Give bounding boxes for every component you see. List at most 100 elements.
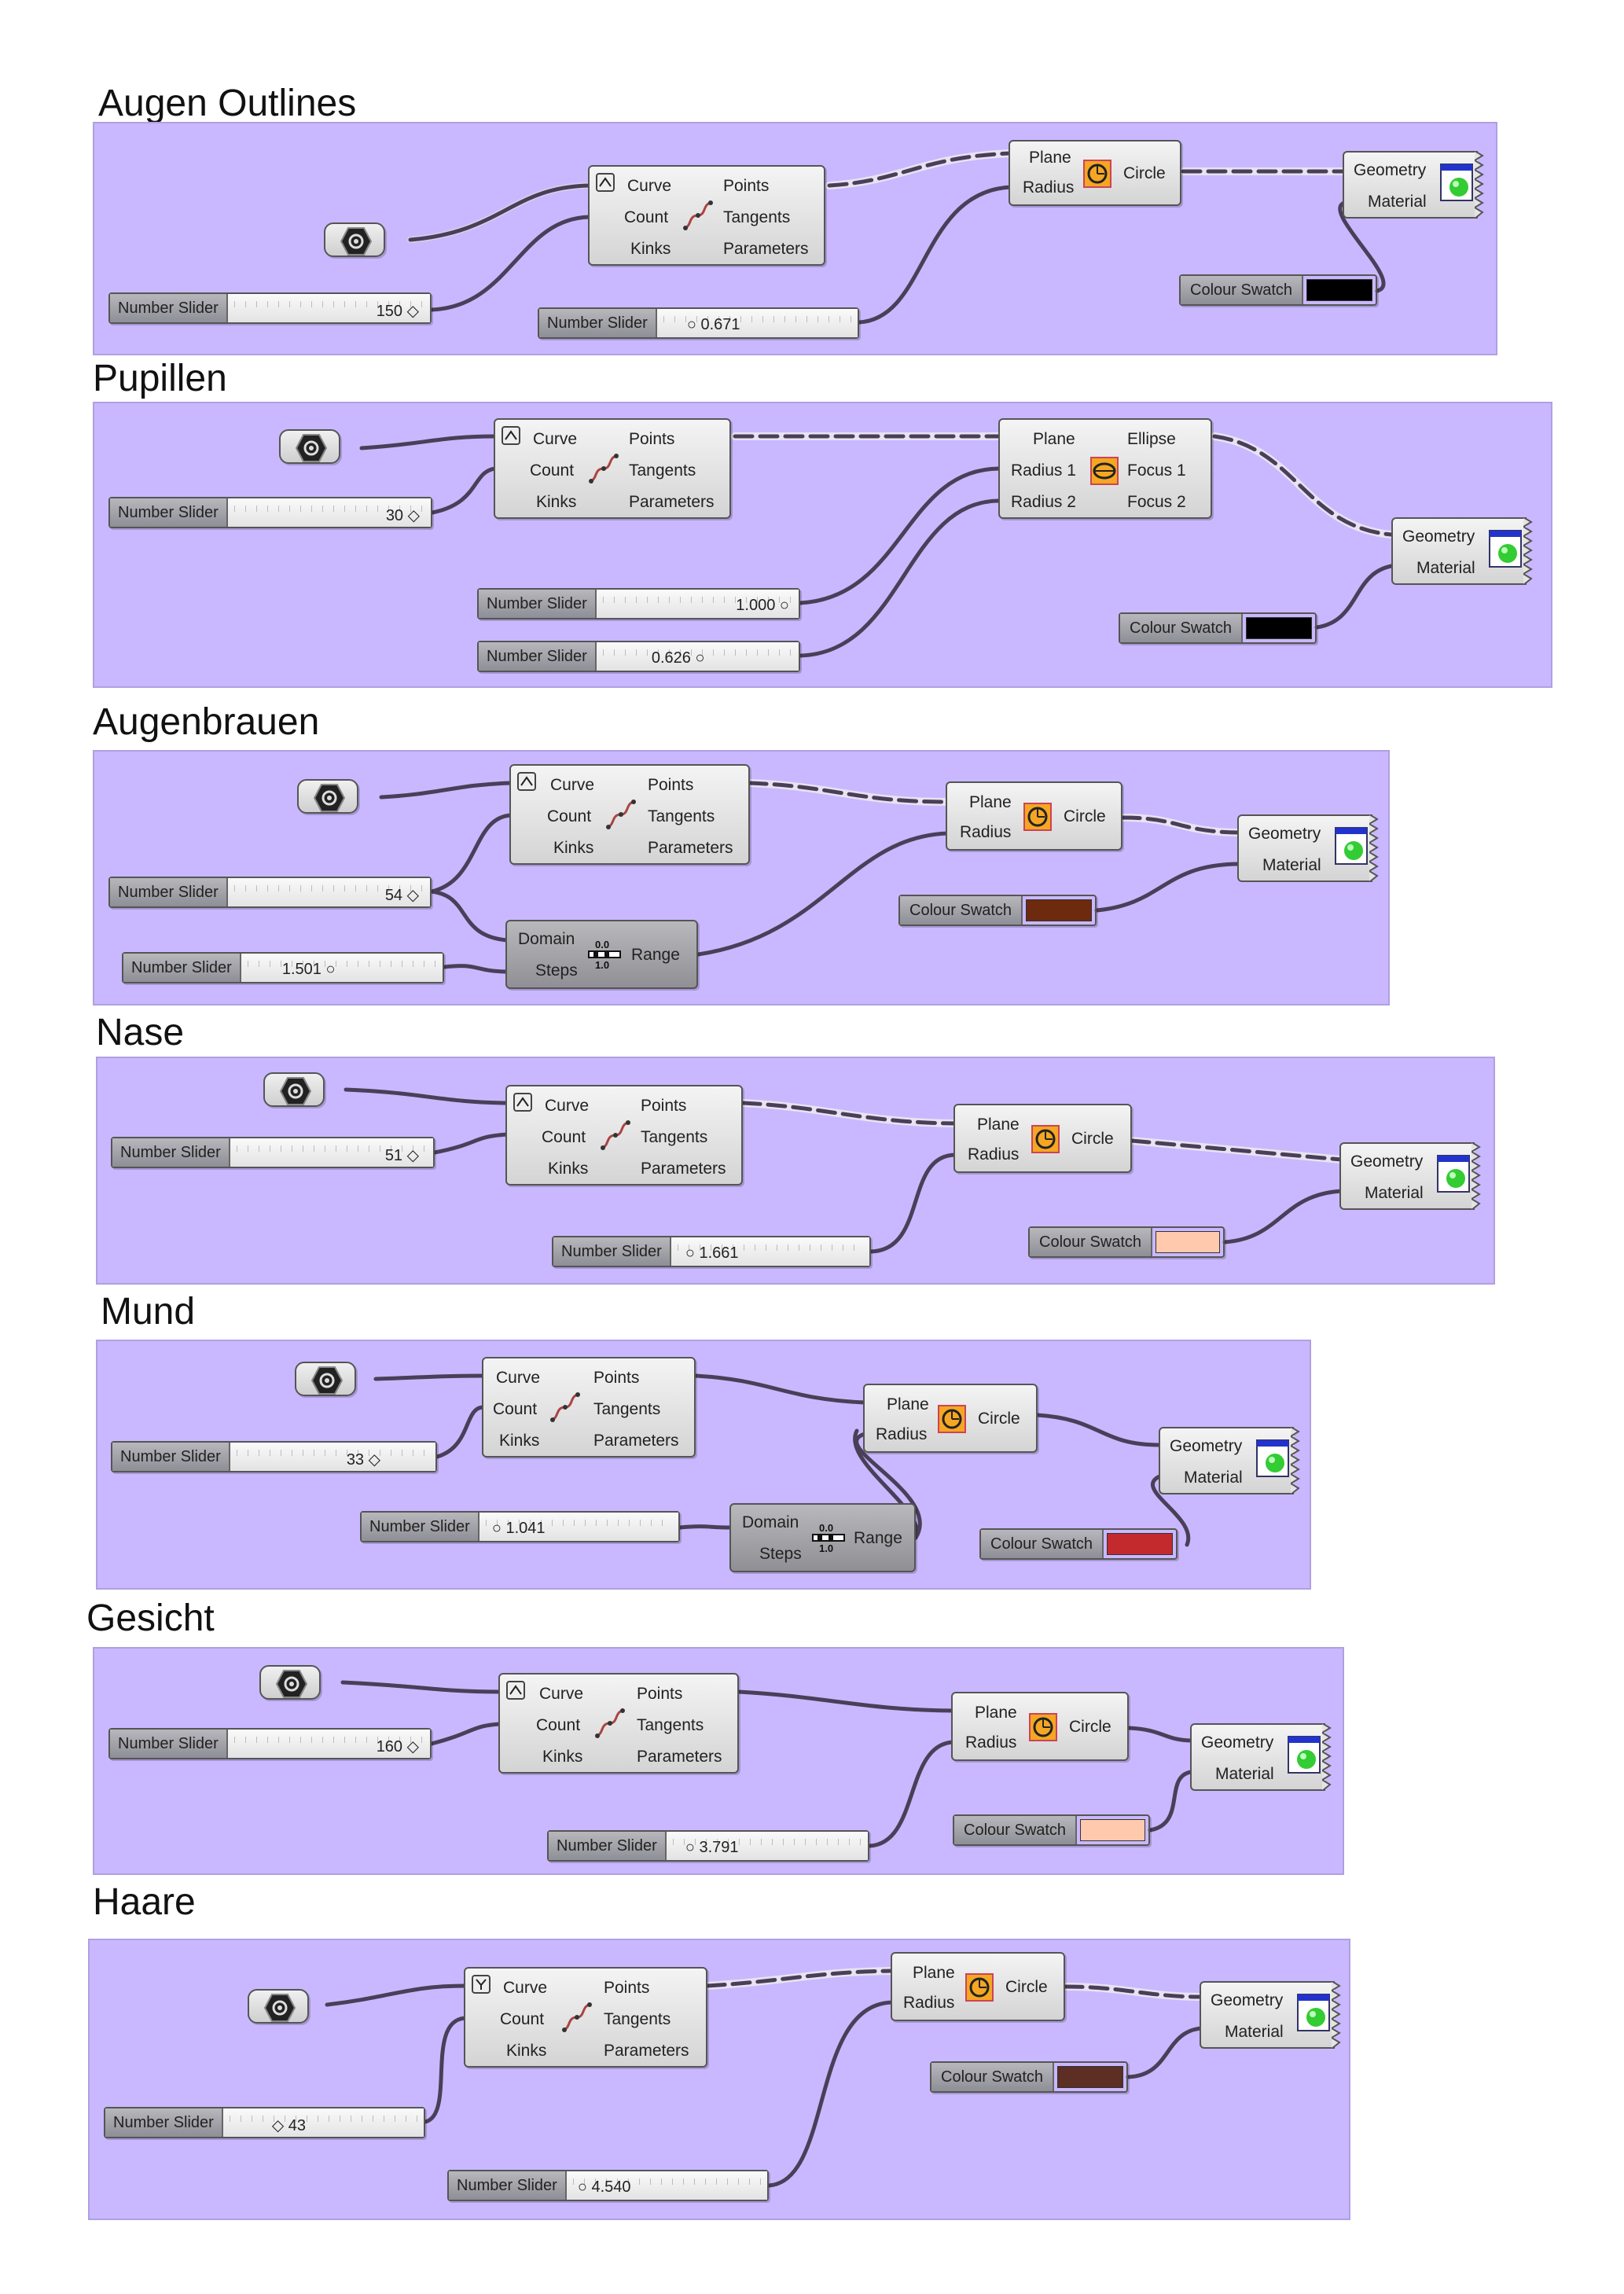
output-parameters: Parameters (723, 240, 809, 258)
input-kinks: Kinks (548, 1160, 589, 1178)
divide-curve-component[interactable]: Curve Count Kinks Points Tangents Parame… (588, 165, 825, 266)
slider-label: Number Slider (112, 1443, 230, 1471)
swatch-color[interactable] (1246, 617, 1312, 639)
number-slider-range[interactable]: Number Slider ○ 1.041 (360, 1511, 680, 1542)
number-slider-count[interactable]: Number Slider 160 ◇ (108, 1728, 432, 1759)
swatch-label: Colour Swatch (1181, 276, 1304, 304)
colour-swatch[interactable]: Colour Swatch (979, 1528, 1178, 1560)
number-slider-radius1[interactable]: Number Slider 1.000 ○ (477, 588, 800, 619)
circle-component[interactable]: Plane Radius Circle (1009, 140, 1181, 206)
input-kinks: Kinks (499, 1432, 540, 1450)
output-tangents: Tangents (637, 1716, 704, 1734)
output-circle: Circle (978, 1410, 1020, 1428)
divide-curve-component[interactable]: Curve Count Kinks Points Tangents Parame… (482, 1357, 696, 1458)
slider-label: Number Slider (123, 954, 241, 982)
divide-curve-component[interactable]: Curve Count Kinks Points Tangents Parame… (494, 418, 731, 519)
swatch-label: Colour Swatch (900, 896, 1023, 925)
divide-curve-icon (601, 1120, 630, 1150)
custom-preview-component[interactable]: Geometry Material (1391, 517, 1533, 585)
swatch-color[interactable] (1306, 279, 1372, 301)
output-parameters: Parameters (637, 1748, 722, 1766)
input-material: Material (1215, 1765, 1274, 1783)
custom-preview-component[interactable]: Geometry Material (1190, 1723, 1332, 1791)
ellipse-component[interactable]: Plane Radius 1 Radius 2 Ellipse Focus 1 … (998, 418, 1212, 519)
number-slider-radius2[interactable]: Number Slider 0.626 ○ (477, 641, 800, 672)
number-slider-range[interactable]: Number Slider 1.501 ○ (122, 952, 444, 983)
svg-text:1.0: 1.0 (595, 959, 609, 971)
divide-curve-icon (595, 1708, 625, 1738)
swatch-color[interactable] (1080, 1819, 1145, 1841)
circle-component[interactable]: Plane Radius Circle (863, 1384, 1038, 1453)
input-count: Count (500, 2010, 545, 2028)
curve-param-component[interactable] (324, 222, 385, 257)
colour-swatch[interactable]: Colour Swatch (1119, 612, 1317, 644)
number-slider-radius[interactable]: Number Slider ○ 4.540 (447, 2170, 769, 2201)
colour-swatch[interactable]: Colour Swatch (953, 1814, 1150, 1846)
swatch-color[interactable] (1107, 1533, 1173, 1555)
custom-preview-component[interactable]: Geometry Material (1237, 814, 1379, 882)
divide-curve-component[interactable]: Curve Count Kinks Points Tangents Parame… (498, 1673, 739, 1774)
section-title: Gesicht (86, 1597, 215, 1639)
input-plane: Plane (887, 1395, 929, 1414)
slider-label: Number Slider (549, 1832, 667, 1860)
custom-preview-component[interactable]: Geometry Material (1200, 1981, 1341, 2049)
divide-curve-component[interactable]: Curve Count Kinks Points Tangents Parame… (464, 1967, 707, 2068)
input-kinks: Kinks (506, 2042, 547, 2060)
number-slider-count[interactable]: Number Slider 54 ◇ (108, 877, 432, 908)
curve-param-component[interactable] (259, 1665, 321, 1700)
output-points: Points (723, 177, 770, 195)
slider-value: 30 ◇ (385, 507, 420, 524)
slider-value: 1.501 ○ (281, 961, 336, 978)
output-points: Points (637, 1685, 683, 1703)
colour-swatch[interactable]: Colour Swatch (898, 895, 1097, 926)
slider-value: ○ 4.540 (577, 2178, 631, 2196)
divide-curve-component[interactable]: Curve Count Kinks Points Tangents Parame… (505, 1085, 743, 1186)
preview-sphere-icon (1440, 164, 1473, 201)
custom-preview-component[interactable]: Geometry Material (1339, 1142, 1481, 1210)
number-slider-radius[interactable]: Number Slider ○ 1.661 (552, 1236, 871, 1267)
colour-swatch[interactable]: Colour Swatch (1028, 1226, 1225, 1258)
output-points: Points (641, 1097, 687, 1115)
input-count: Count (493, 1400, 538, 1418)
custom-preview-component[interactable]: Geometry Material (1159, 1427, 1300, 1494)
swatch-color[interactable] (1057, 2066, 1123, 2088)
curve-param-component[interactable] (297, 779, 358, 814)
number-slider-count[interactable]: Number Slider 30 ◇ (108, 497, 432, 528)
circle-component[interactable]: Plane Radius Circle (951, 1692, 1129, 1761)
swatch-color[interactable] (1156, 1231, 1220, 1253)
number-slider-count[interactable]: Number Slider 51 ◇ (111, 1137, 435, 1168)
circle-component[interactable]: Plane Radius Circle (946, 781, 1122, 851)
divide-curve-component[interactable]: Curve Count Kinks Points Tangents Parame… (509, 764, 750, 865)
input-geometry: Geometry (1248, 825, 1321, 843)
circle-icon (1031, 1125, 1060, 1153)
curve-param-component[interactable] (279, 429, 340, 464)
input-curve: Curve (627, 177, 672, 195)
swatch-color[interactable] (1026, 899, 1092, 921)
colour-swatch[interactable]: Colour Swatch (930, 2061, 1128, 2093)
circle-component[interactable]: Plane Radius Circle (953, 1104, 1132, 1173)
curve-param-component[interactable] (263, 1072, 325, 1107)
number-slider-radius[interactable]: Number Slider ○ 0.671 (538, 307, 859, 339)
number-slider-count[interactable]: Number Slider 150 ◇ (108, 292, 432, 324)
input-geometry: Geometry (1170, 1437, 1243, 1455)
input-kinks: Kinks (630, 240, 671, 258)
section-title: Mund (101, 1291, 196, 1333)
colour-swatch[interactable]: Colour Swatch (1179, 274, 1377, 306)
slider-value: ○ 3.791 (685, 1839, 739, 1856)
curve-param-component[interactable] (295, 1362, 356, 1396)
slider-value: ○ 1.041 (491, 1520, 546, 1537)
swatch-label: Colour Swatch (981, 1530, 1104, 1558)
number-slider-radius[interactable]: Number Slider ○ 3.791 (547, 1830, 869, 1862)
number-slider-count[interactable]: Number Slider 33 ◇ (111, 1441, 437, 1472)
slider-value: 33 ◇ (346, 1451, 380, 1469)
custom-preview-component[interactable]: Geometry Material (1343, 151, 1484, 219)
slider-label: Number Slider (539, 309, 657, 337)
circle-component[interactable]: Plane Radius Circle (891, 1952, 1065, 2021)
curve-param-component[interactable] (248, 1989, 309, 2024)
input-radius2: Radius 2 (1011, 493, 1076, 511)
number-slider-count[interactable]: Number Slider ◇ 43 (104, 2107, 425, 2138)
input-count: Count (536, 1716, 581, 1734)
input-curve: Curve (539, 1685, 584, 1703)
